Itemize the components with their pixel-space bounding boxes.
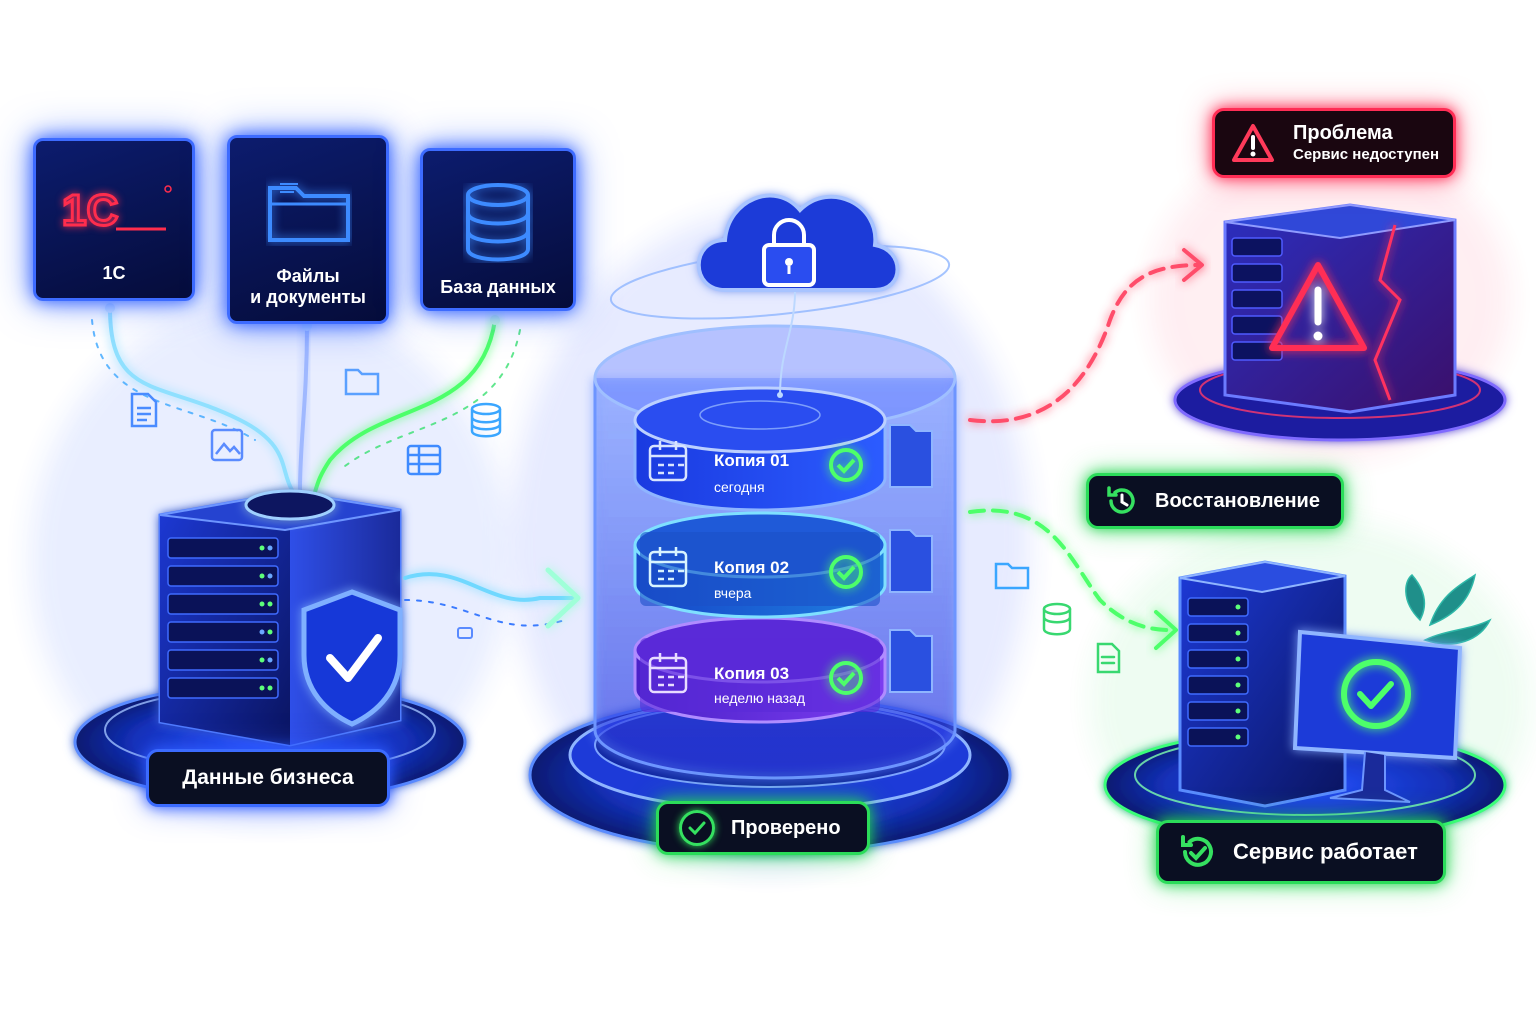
database-icon (463, 183, 533, 263)
business-data-label: Данные бизнеса (182, 766, 354, 789)
calendar-icon (648, 547, 688, 588)
recovery-badge[interactable]: Восстановление (1086, 473, 1344, 529)
1c-logo-text: 1С (62, 186, 118, 235)
verified-label: Проверено (731, 816, 841, 839)
check-circle-icon (679, 810, 715, 846)
source-label-database: База данных (440, 277, 556, 297)
source-card-1c[interactable]: 1С 1С (33, 138, 195, 301)
problem-subtitle: Сервис недоступен (1293, 146, 1440, 163)
service-ok-label: Сервис работает (1233, 839, 1418, 864)
service-ok-badge[interactable]: Сервис работает (1156, 820, 1446, 884)
backup-title-1: Копия 01 (714, 451, 790, 470)
restore-icon (1105, 484, 1139, 518)
backup-subtitle-3: неделю назад (714, 690, 805, 706)
disk-02 (633, 511, 887, 619)
business-data-badge[interactable]: Данные бизнеса (146, 749, 390, 807)
folder-icon (266, 174, 352, 246)
calendar-icon (648, 653, 688, 694)
image-icon (210, 428, 244, 462)
1c-logo-icon: 1С (56, 183, 172, 237)
folder-small-icon (344, 368, 380, 396)
connector-1c (108, 306, 294, 492)
disk-01 (633, 386, 887, 512)
database-small-icon (1042, 602, 1072, 636)
connector-db (313, 318, 497, 494)
backup-storage (528, 324, 1012, 855)
source-card-files[interactable]: Файлы и документы (227, 135, 389, 324)
source-connectors (91, 303, 521, 494)
disk-03 (633, 616, 887, 724)
source-label-files: Файлы и документы (250, 266, 366, 307)
restore-check-icon (1177, 832, 1217, 872)
restored-server-group (1103, 560, 1507, 842)
backup-subtitle-1: сегодня (714, 479, 765, 495)
server-rack-slots (167, 537, 279, 699)
warning-icon (1231, 123, 1275, 163)
source-label-1c: 1С (102, 263, 126, 283)
document-icon (1096, 642, 1121, 674)
business-server-group (73, 489, 467, 802)
recovery-label: Восстановление (1155, 489, 1320, 512)
problem-connector (968, 248, 1204, 424)
disk-folders (889, 424, 933, 693)
database-small-icon (470, 402, 502, 438)
folder-small-icon (994, 562, 1030, 590)
problem-alert[interactable]: Проблема Сервис недоступен (1212, 108, 1456, 178)
floating-doc-icons (130, 368, 502, 476)
backup-title-2: Копия 02 (714, 558, 790, 577)
problem-title: Проблема (1293, 122, 1393, 144)
source-card-database[interactable]: База данных (420, 148, 576, 311)
backup-subtitle-2: вчера (714, 585, 752, 601)
disk-check-icons (829, 448, 863, 695)
backup-title-3: Копия 03 (714, 664, 790, 683)
chat-icon (457, 627, 473, 639)
server-leds (259, 545, 273, 691)
failed-server-group (1173, 203, 1507, 442)
warning-icon (1269, 262, 1367, 351)
monitor-check-icon (1292, 629, 1463, 803)
verified-badge[interactable]: Проверено (656, 801, 870, 855)
recovery-connector (968, 508, 1178, 674)
shield-check-icon (301, 589, 403, 727)
connector-files (298, 324, 309, 492)
arrow-to-storage (403, 567, 581, 639)
cloud-lock-icon (609, 193, 951, 398)
calendar-icon (648, 441, 688, 482)
table-icon (406, 444, 442, 476)
document-icon (130, 392, 158, 428)
plant-icon (1405, 573, 1492, 645)
